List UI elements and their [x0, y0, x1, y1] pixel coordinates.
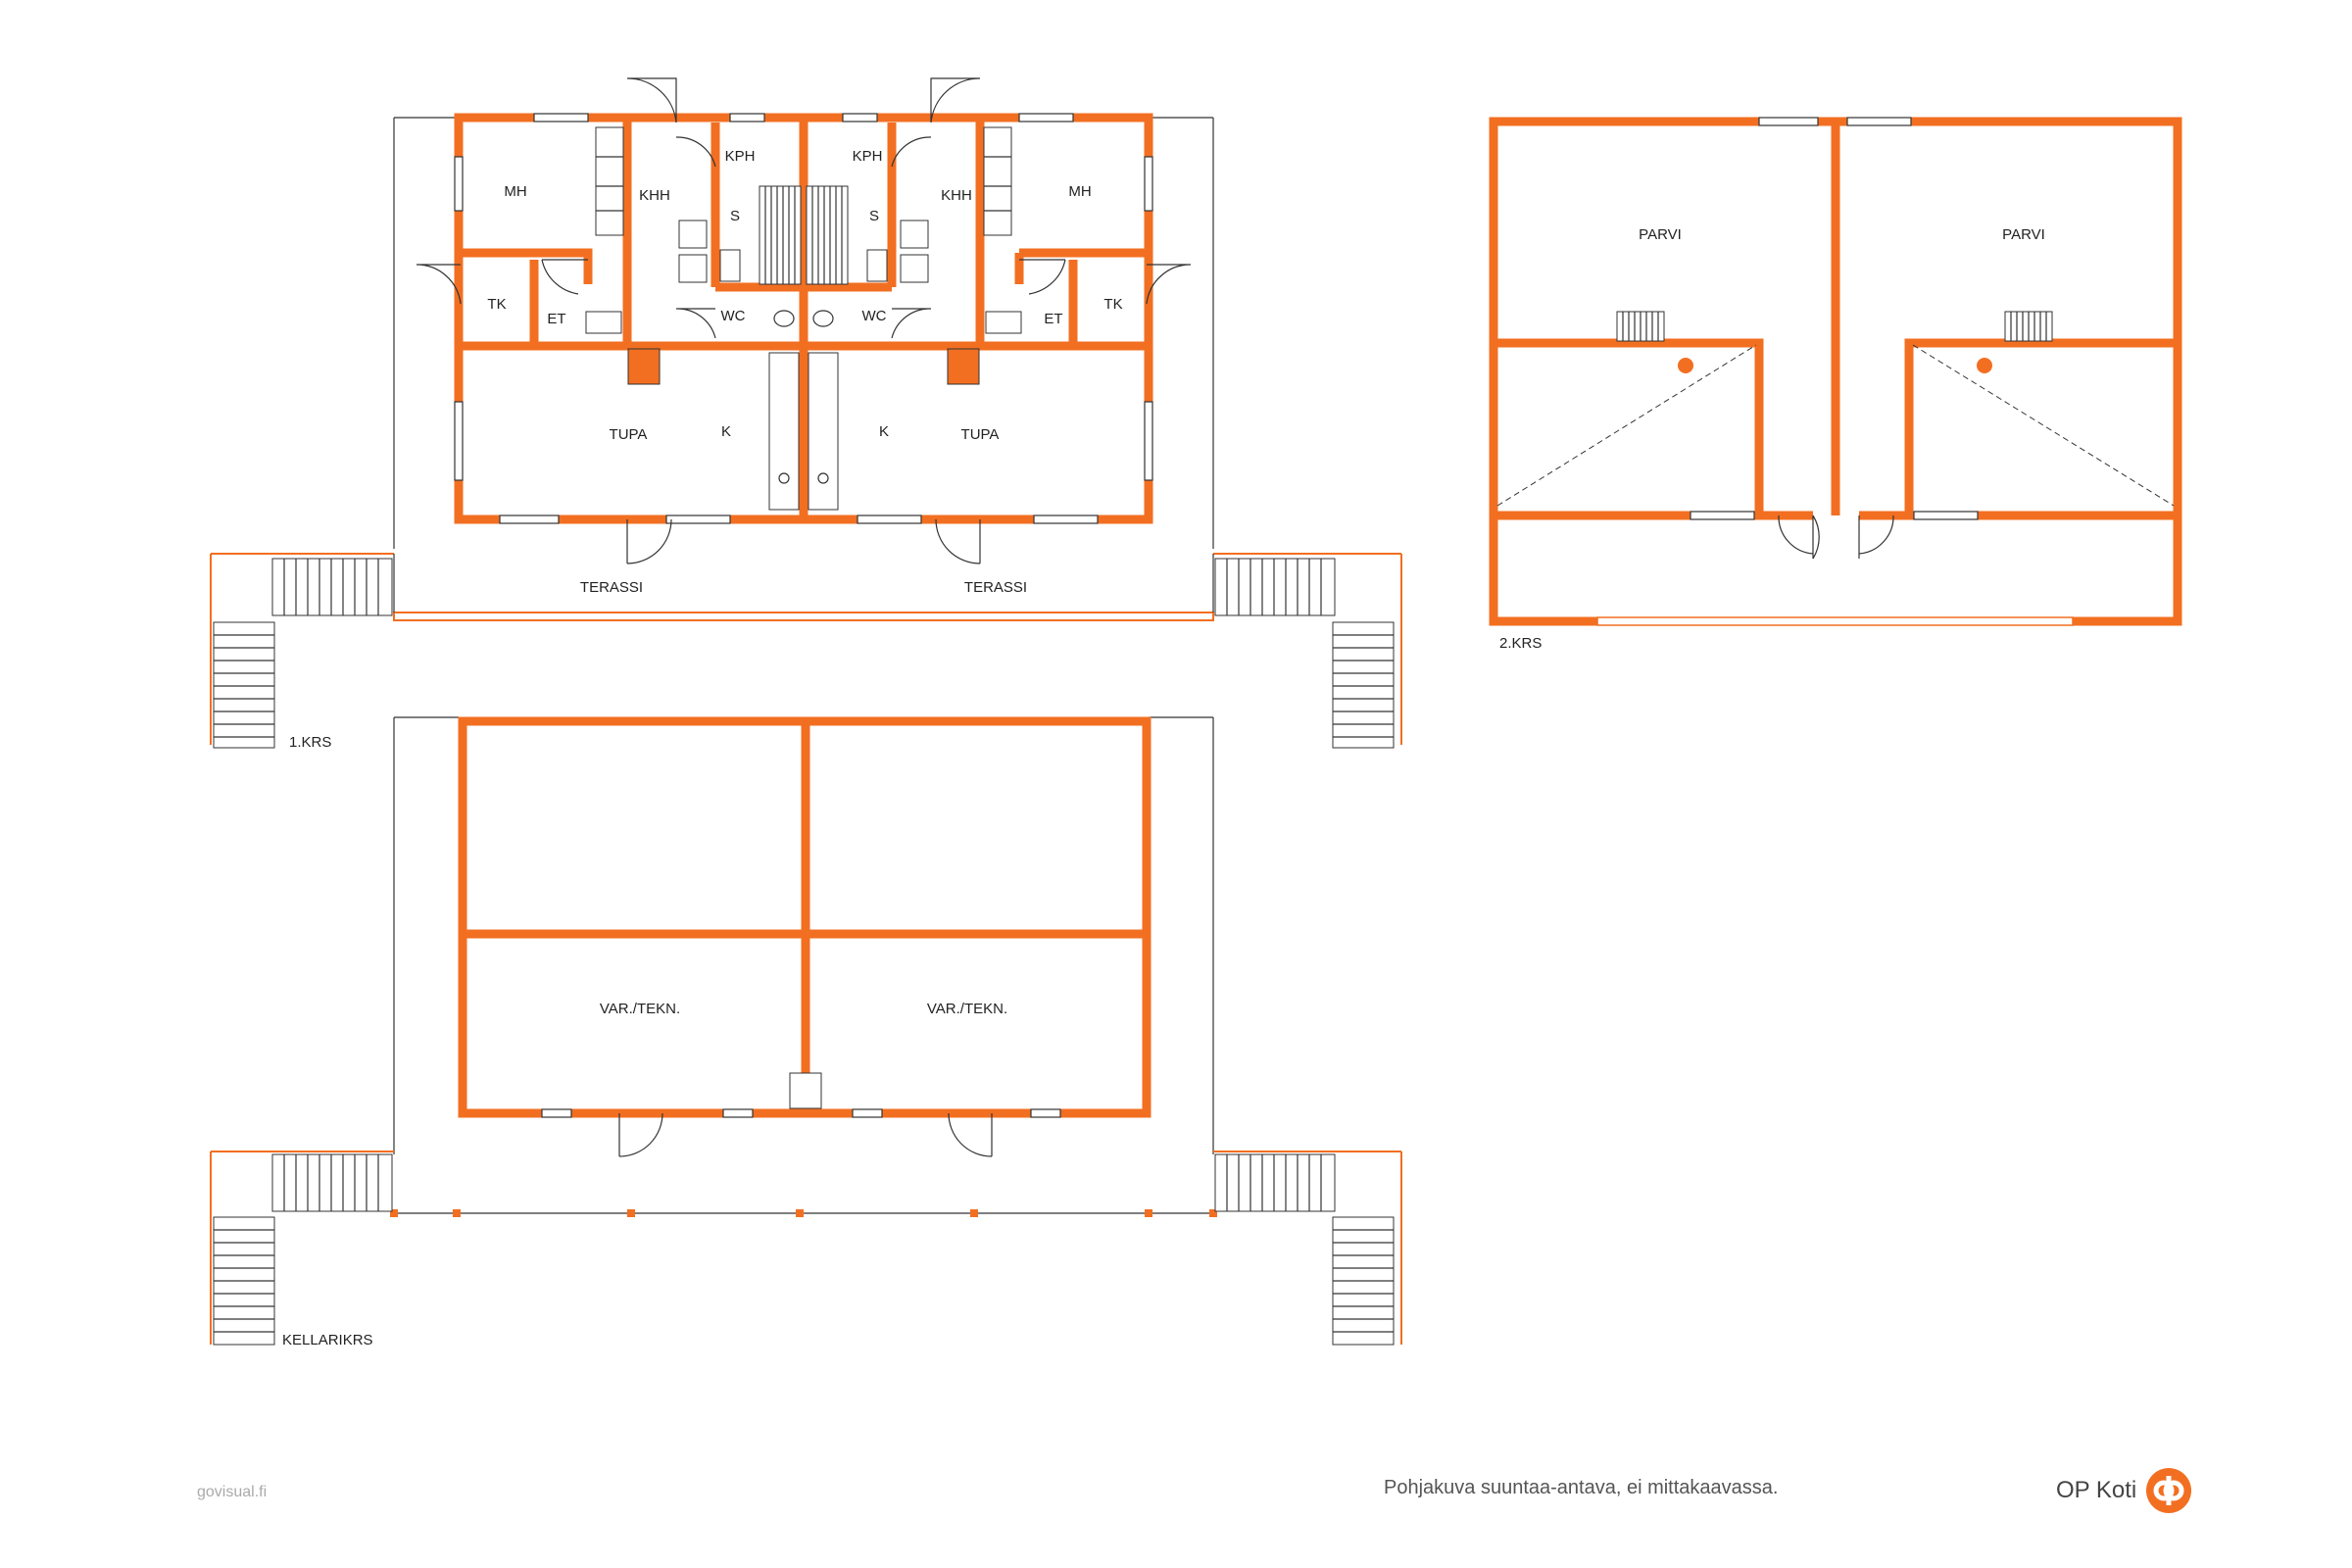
op-logo-icon	[2146, 1468, 2192, 1513]
floor-label-second: 2.KRS	[1499, 635, 1542, 652]
room-parvi-left: PARVI	[1639, 226, 1682, 243]
brand: OP Koti	[2056, 1468, 2192, 1513]
stairs-left-first	[213, 558, 393, 749]
room-k-left: K	[721, 423, 731, 440]
room-wc-right: WC	[862, 308, 887, 324]
credit-text: govisual.fi	[197, 1484, 268, 1500]
second-floor-plan: PARVI PARVI 2.KRS	[1489, 117, 2182, 652]
first-floor-plan: MH KHH KPH S TK ET WC TUPA K KPH KHH MH …	[210, 77, 1402, 751]
room-var-tekn-left: VAR./TEKN.	[600, 1001, 680, 1017]
room-tk-right: TK	[1103, 296, 1122, 313]
room-tupa-right: TUPA	[961, 426, 1000, 443]
floor-label-first: 1.KRS	[289, 734, 331, 751]
room-khh-left: KHH	[639, 187, 670, 204]
room-kph-right: KPH	[853, 148, 883, 165]
room-mh-left: MH	[504, 183, 526, 200]
stairs-left-basement	[213, 1153, 393, 1346]
room-terassi-right: TERASSI	[964, 579, 1027, 596]
room-kph-left: KPH	[725, 148, 756, 165]
stairs-right-first	[1214, 558, 1395, 749]
room-tupa-left: TUPA	[610, 426, 648, 443]
room-var-tekn-right: VAR./TEKN.	[927, 1001, 1007, 1017]
brand-name: OP Koti	[2056, 1477, 2137, 1503]
basement-plan: VAR./TEKN. VAR./TEKN. KELLARIKRS	[210, 716, 1402, 1348]
room-wc-left: WC	[721, 308, 746, 324]
room-khh-right: KHH	[941, 187, 972, 204]
room-mh-right: MH	[1068, 183, 1091, 200]
room-s-left: S	[730, 208, 740, 224]
disclaimer-note: Pohjakuva suuntaa-antava, ei mittakaavas…	[1384, 1477, 1779, 1498]
sauna-bench-lines	[764, 186, 843, 284]
room-et-right: ET	[1044, 311, 1062, 327]
room-parvi-right: PARVI	[2002, 226, 2045, 243]
room-et-left: ET	[547, 311, 565, 327]
stairs-right-basement	[1214, 1153, 1395, 1346]
room-s-right: S	[869, 208, 879, 224]
room-terassi-left: TERASSI	[580, 579, 643, 596]
room-k-right: K	[879, 423, 889, 440]
room-tk-left: TK	[487, 296, 506, 313]
floor-label-basement: KELLARIKRS	[282, 1332, 373, 1348]
